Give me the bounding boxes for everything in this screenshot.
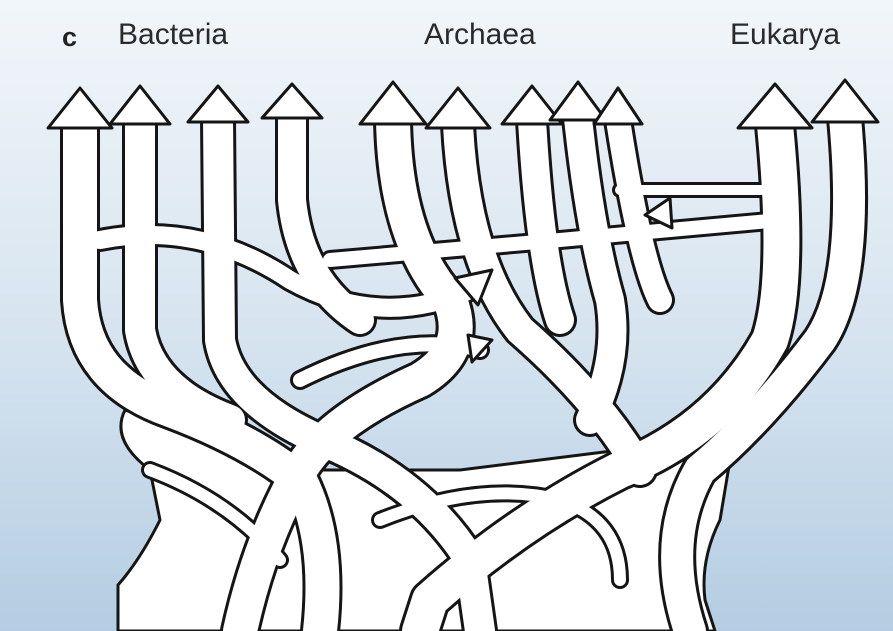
arrowhead-bacteria-3: [188, 86, 248, 122]
arrowhead-bacteria-4: [262, 84, 322, 118]
arrowhead-eukarya-2: [812, 80, 878, 122]
arrowhead-archaea-5: [594, 88, 642, 124]
arrowhead-eukarya-1: [738, 84, 812, 128]
arrowhead-archaea-2: [426, 88, 490, 128]
arrowhead-archaea-4: [550, 82, 606, 120]
arrowhead-bacteria-2: [110, 86, 170, 124]
arrowhead-bacteria-1: [48, 88, 112, 128]
arrowhead-archaea-1: [360, 82, 426, 124]
